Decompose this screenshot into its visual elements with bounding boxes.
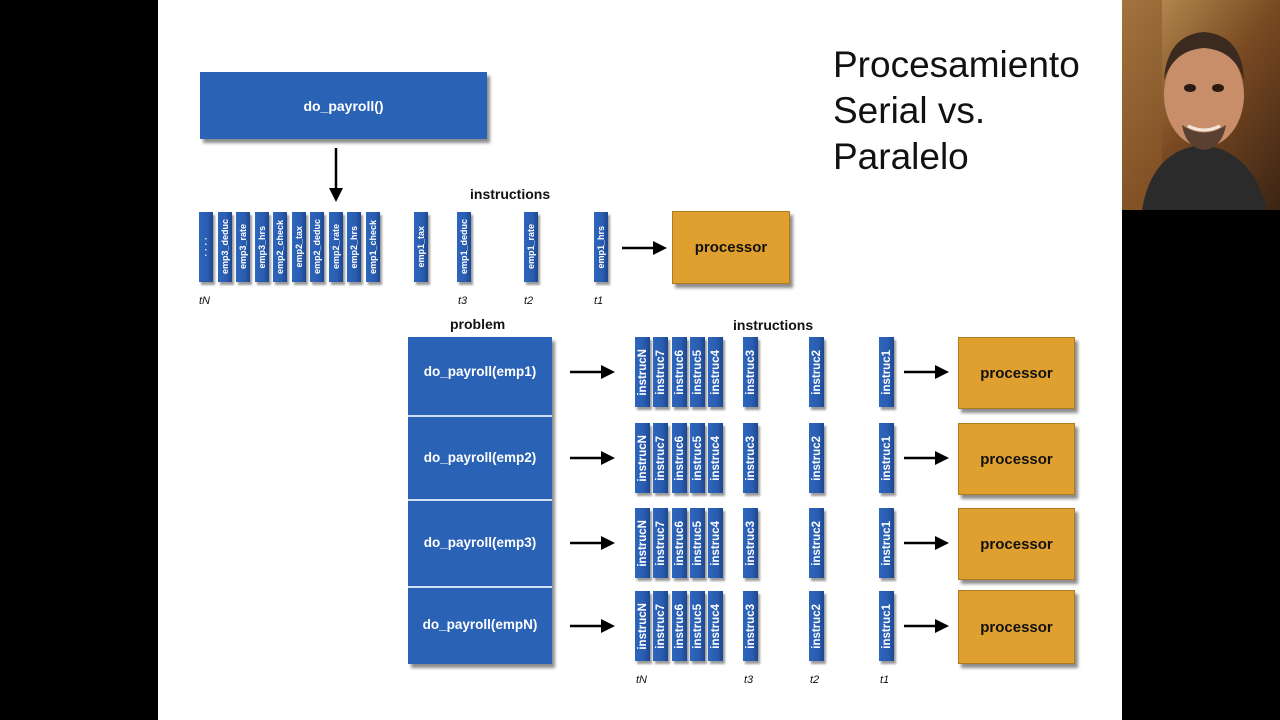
parallel-bar: instruc7 (653, 508, 668, 578)
processor-box-4: processor (958, 590, 1075, 664)
parallel-bar: instruc5 (690, 591, 705, 661)
parallel-bar: instruc5 (690, 337, 705, 407)
task-emp1: do_payroll(emp1) (423, 364, 537, 379)
serial-bar: emp2_rate (329, 212, 343, 282)
parallel-bar: instrucN (635, 423, 650, 493)
arrow-right-icon (904, 536, 949, 550)
parallel-bar: instruc4 (708, 337, 723, 407)
serial-instructions-label: instructions (470, 186, 551, 202)
parallel-bar: instruc3 (743, 423, 758, 493)
arrow-right-icon (904, 451, 949, 465)
serial-bar: emp1_hrs (594, 212, 608, 282)
serial-bar: · · · · (199, 212, 213, 282)
arrow-right-icon (570, 451, 615, 465)
processor-box-2: processor (958, 423, 1075, 495)
serial-bar: emp1_check (366, 212, 380, 282)
parallel-bar: instruc4 (708, 423, 723, 493)
parallel-instructions-label: instructions (733, 317, 814, 333)
processor-box-1: processor (958, 337, 1075, 409)
serial-processor-box: processor (672, 211, 790, 284)
serial-processor-label: processor (694, 239, 768, 256)
do-payroll-box: do_payroll() (200, 72, 487, 139)
parallel-time-t1: t1 (880, 674, 890, 686)
parallel-bar: instruc3 (743, 337, 758, 407)
serial-time-tN: tN (199, 295, 210, 307)
serial-bar: emp2_check (273, 212, 287, 282)
presenter-portrait (1122, 0, 1280, 210)
parallel-bar: instruc7 (653, 591, 668, 661)
arrow-down-icon (329, 148, 343, 202)
parallel-bar: instruc2 (809, 423, 824, 493)
parallel-bar: instruc6 (672, 591, 687, 661)
parallel-bar: instruc7 (653, 337, 668, 407)
serial-bar: emp2_tax (292, 212, 306, 282)
arrow-right-icon (904, 365, 949, 379)
parallel-bar: instruc5 (690, 423, 705, 493)
do-payroll-label: do_payroll() (303, 97, 384, 114)
arrow-right-icon (622, 241, 667, 255)
parallel-bar: instruc7 (653, 423, 668, 493)
arrow-right-icon (570, 536, 615, 550)
serial-bar: emp3_deduc (218, 212, 232, 282)
parallel-bar: instruc1 (879, 337, 894, 407)
task-emp2: do_payroll(emp2) (423, 450, 537, 465)
parallel-bar: instruc1 (879, 508, 894, 578)
row-divider (408, 415, 552, 417)
serial-bar: emp2_deduc (310, 212, 324, 282)
title-line-3: Paralelo (833, 136, 969, 177)
serial-time-t2: t2 (524, 295, 534, 307)
serial-bar: emp3_hrs (255, 212, 269, 282)
parallel-bar: instrucN (635, 508, 650, 578)
parallel-bar: instrucN (635, 337, 650, 407)
serial-bar: emp1_deduc (457, 212, 471, 282)
title-line-2: Serial vs. (833, 90, 986, 131)
parallel-bar: instruc3 (743, 508, 758, 578)
parallel-bar: instruc2 (809, 337, 824, 407)
parallel-bar: instruc6 (672, 337, 687, 407)
parallel-bar: instrucN (635, 591, 650, 661)
serial-bar: emp2_hrs (347, 212, 361, 282)
presenter-webcam (1122, 0, 1280, 210)
parallel-bar: instruc6 (672, 423, 687, 493)
serial-bar: emp3_rate (236, 212, 250, 282)
problem-label: problem (450, 316, 506, 332)
parallel-bar: instruc5 (690, 508, 705, 578)
parallel-bar: instruc6 (672, 508, 687, 578)
serial-time-t3: t3 (458, 295, 468, 307)
parallel-bar: instruc3 (743, 591, 758, 661)
processor-box-3: processor (958, 508, 1075, 580)
title-line-1: Procesamiento (833, 44, 1080, 85)
slide-title: Procesamiento Serial vs. Paralelo (833, 42, 1113, 180)
parallel-time-t3: t3 (744, 674, 754, 686)
row-divider (408, 586, 552, 588)
parallel-bar: instruc2 (809, 508, 824, 578)
parallel-bar: instruc4 (708, 591, 723, 661)
serial-bar: emp1_rate (524, 212, 538, 282)
row-divider (408, 499, 552, 501)
task-emp3: do_payroll(emp3) (423, 535, 537, 550)
arrow-right-icon (904, 619, 949, 633)
parallel-time-tN: tN (636, 674, 647, 686)
parallel-time-t2: t2 (810, 674, 820, 686)
parallel-bar: instruc4 (708, 508, 723, 578)
parallel-bar: instruc1 (879, 591, 894, 661)
task-empN: do_payroll(empN) (422, 617, 538, 632)
serial-time-t1: t1 (594, 295, 604, 307)
arrow-right-icon (570, 619, 615, 633)
arrow-right-icon (570, 365, 615, 379)
serial-bar: emp1_tax (414, 212, 428, 282)
parallel-bar: instruc2 (809, 591, 824, 661)
parallel-bar: instruc1 (879, 423, 894, 493)
